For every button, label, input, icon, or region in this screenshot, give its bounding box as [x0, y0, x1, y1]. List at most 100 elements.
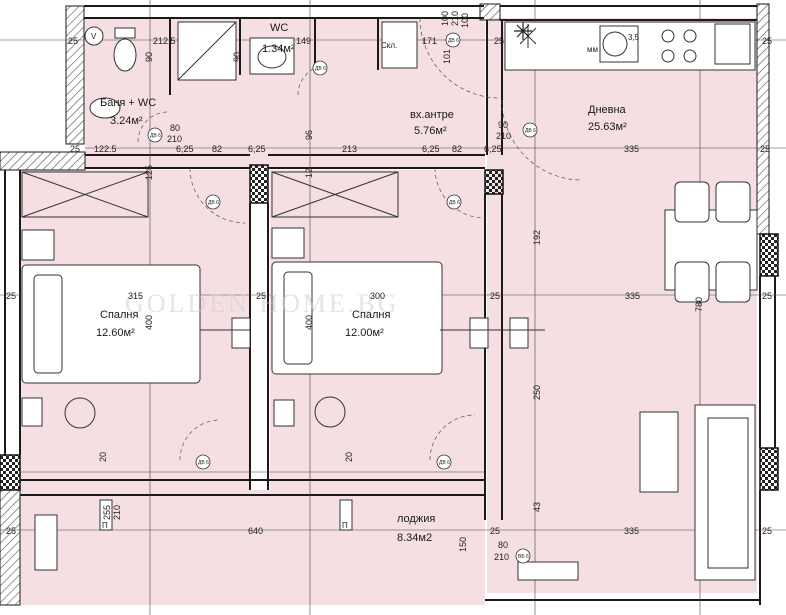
dim-label: 25 [70, 144, 80, 154]
dim-label: 212.5 [153, 36, 176, 46]
dim-label: 171 [422, 36, 437, 46]
dim-label: 25 [494, 36, 504, 46]
dim-label: 25 [256, 291, 266, 301]
dim-label: 12 [304, 168, 314, 178]
dim-label: 25 [762, 526, 772, 536]
door-tag: ДВ 6 [439, 460, 450, 466]
bathroom-fixtures [84, 21, 418, 119]
dim-label: 210 [167, 134, 182, 144]
dim-label: 100 [440, 11, 450, 26]
dim-label: 192 [532, 230, 542, 245]
wc-name: WC [270, 22, 288, 34]
kitchen-counter [504, 21, 756, 71]
dim-label: 210 [496, 131, 511, 141]
bath-name: Баня + WC [100, 97, 156, 109]
door-tag: ДВ 6 [198, 460, 209, 466]
dim-label: 6,25 [176, 144, 194, 154]
dim-label: 315 [128, 291, 143, 301]
dim-label: 96 [304, 130, 314, 140]
loggia-name: лоджия [397, 513, 435, 525]
walls [4, 5, 776, 605]
dim-label: 149 [296, 36, 311, 46]
dim-label: 25 [6, 291, 16, 301]
dim-label: 25 [68, 36, 78, 46]
closet-name: Скл. [381, 41, 397, 50]
oven-label: мм [587, 45, 598, 54]
living-area: 25.63м² [588, 121, 627, 133]
door-tag-labels: ДВ 6 ДВ 6 ДВ 6 ДВ 6 ДВ 6 ДВ 6 ДВ 6 ДВ 6 … [150, 38, 536, 560]
boiler-label: V [91, 32, 97, 41]
dim-label: 6,25 [484, 144, 502, 154]
wardrobes [21, 171, 399, 218]
dim-label: 300 [370, 291, 385, 301]
dim-label: 80 [498, 540, 508, 550]
wc-area: 1.34м² [262, 43, 295, 55]
dimension-labels: 25 212.5 90 149 171 100 210 101 80 210 1… [6, 11, 772, 562]
dim-label: 250 [532, 385, 542, 400]
dim-label: 210 [112, 505, 122, 520]
dim-label: 125 [144, 165, 154, 180]
dim-label: 25 [490, 291, 500, 301]
dim-label: 82 [452, 144, 462, 154]
hall-area: 5.76м² [414, 125, 447, 137]
sofa [639, 404, 756, 581]
door-tag: ВБ 6 [518, 554, 529, 560]
dim-label: 90 [232, 52, 242, 62]
loggia-area: 8.34м2 [397, 532, 432, 544]
bed2-name: Спалня [352, 309, 391, 321]
door-tag: ДВ 6 [525, 128, 536, 134]
door-tag: ДВ 6 [208, 200, 219, 206]
dim-label: 400 [304, 315, 314, 330]
room-labels: Баня + WC 3.24м² WC 1.34м² Скл. вх.антре… [91, 22, 640, 544]
bath-area: 3.24м² [110, 115, 143, 127]
dim-label: 82 [212, 144, 222, 154]
dim-label: 213 [342, 144, 357, 154]
dim-label: 100 [460, 13, 470, 28]
dim-label: 80 [170, 123, 180, 133]
dim-label: 335 [624, 144, 639, 154]
living-name: Дневна [588, 104, 627, 116]
dim-label: 43 [532, 502, 542, 512]
bed2-area: 12.00м² [345, 327, 384, 339]
radiators [21, 397, 579, 581]
columns [0, 164, 779, 491]
dim-label: 335 [625, 291, 640, 301]
dim-label: 101 [442, 49, 452, 64]
exterior-walls [0, 3, 770, 606]
door-tag: ДВ 6 [449, 200, 460, 206]
bed-left [21, 229, 201, 429]
dim-label: 150 [458, 537, 468, 552]
sink-label: 3,5 [628, 33, 640, 42]
dim-label: 90 [144, 52, 154, 62]
window-tag: П [342, 521, 348, 530]
door-tags [147, 32, 538, 564]
dim-label: 210 [450, 11, 460, 26]
dim-label: 25 [762, 291, 772, 301]
dim-label: 90 [498, 120, 508, 130]
dim-label: 6,25 [248, 144, 266, 154]
window-tag: П [102, 521, 108, 530]
door-tag: ДВ 6 [315, 66, 326, 72]
door-tag: ДВ 6 [150, 133, 161, 139]
watermark-text: GOLDEN HOME.BG [125, 289, 400, 318]
dim-label: 6,25 [422, 144, 440, 154]
bed1-name: Спалня [100, 309, 139, 321]
dim-label: 640 [248, 526, 263, 536]
window-tags: П П [102, 521, 348, 530]
dim-label: 122.5 [94, 144, 117, 154]
dim-label: 20 [98, 452, 108, 462]
dim-label: 210 [494, 552, 509, 562]
bed1-area: 12.60м² [96, 327, 135, 339]
dim-label: 25 [490, 526, 500, 536]
dim-label: 780 [694, 297, 704, 312]
windows [99, 317, 545, 531]
dining-set [664, 181, 758, 303]
dim-label: 25 [760, 144, 770, 154]
dim-label: 25 [6, 526, 16, 536]
dim-label: 255 [102, 505, 112, 520]
dim-label: 20 [344, 452, 354, 462]
hall-name: вх.антре [410, 109, 454, 121]
door-tag: ДВ 6 [448, 38, 459, 44]
dim-label: 335 [624, 526, 639, 536]
